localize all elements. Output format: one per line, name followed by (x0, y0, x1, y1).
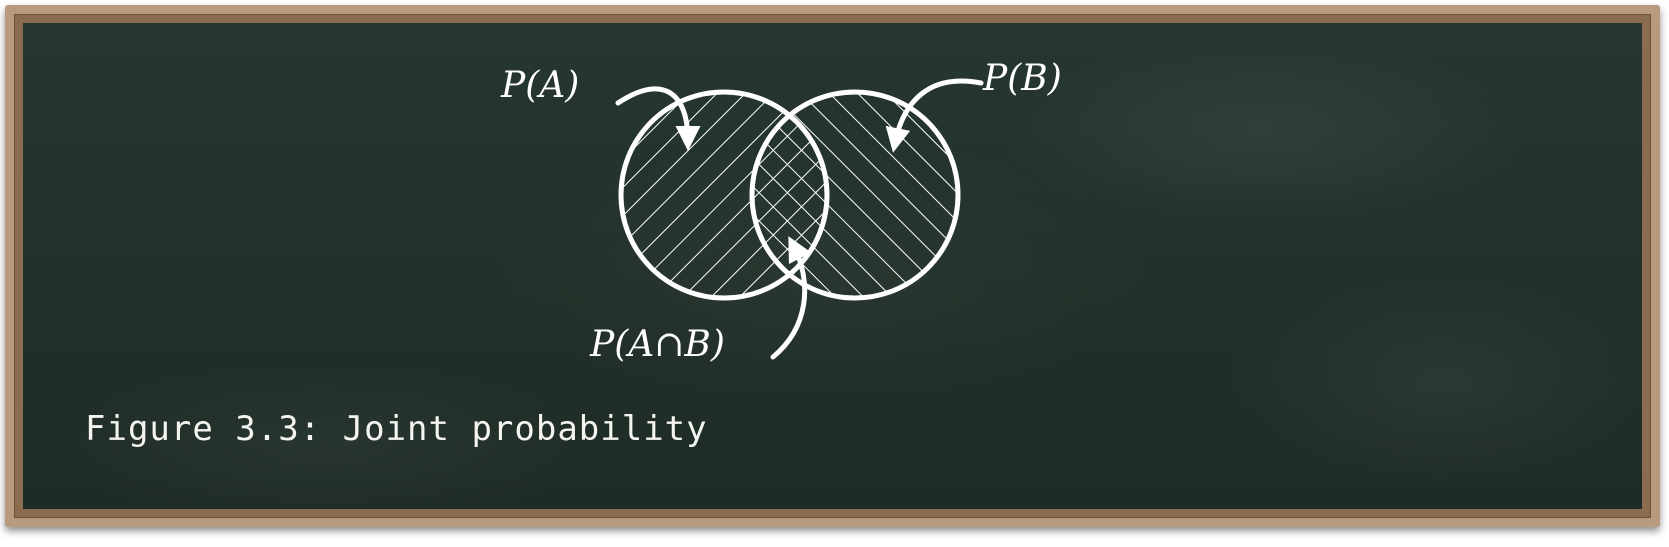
chalkboard: P(A) P(B) P(A∩B) Figure 3.3: Joint proba… (23, 23, 1642, 509)
chalkboard-frame: P(A) P(B) P(A∩B) Figure 3.3: Joint proba… (5, 5, 1660, 527)
arrow-to-intersection (770, 236, 812, 360)
label-p-b: P(B) (982, 58, 1062, 99)
set-b-circle (749, 89, 961, 301)
figure-caption: Figure 3.3: Joint probability (85, 409, 708, 449)
arrow-to-set-a (615, 86, 701, 151)
label-p-a-intersect-b: P(A∩B) (589, 324, 725, 365)
arrow-to-set-b (885, 78, 984, 153)
set-b-hatching (752, 92, 958, 298)
set-a-circle (618, 89, 830, 301)
venn-diagram: P(A) P(B) P(A∩B) (500, 58, 1062, 365)
label-p-a: P(A) (500, 65, 579, 106)
